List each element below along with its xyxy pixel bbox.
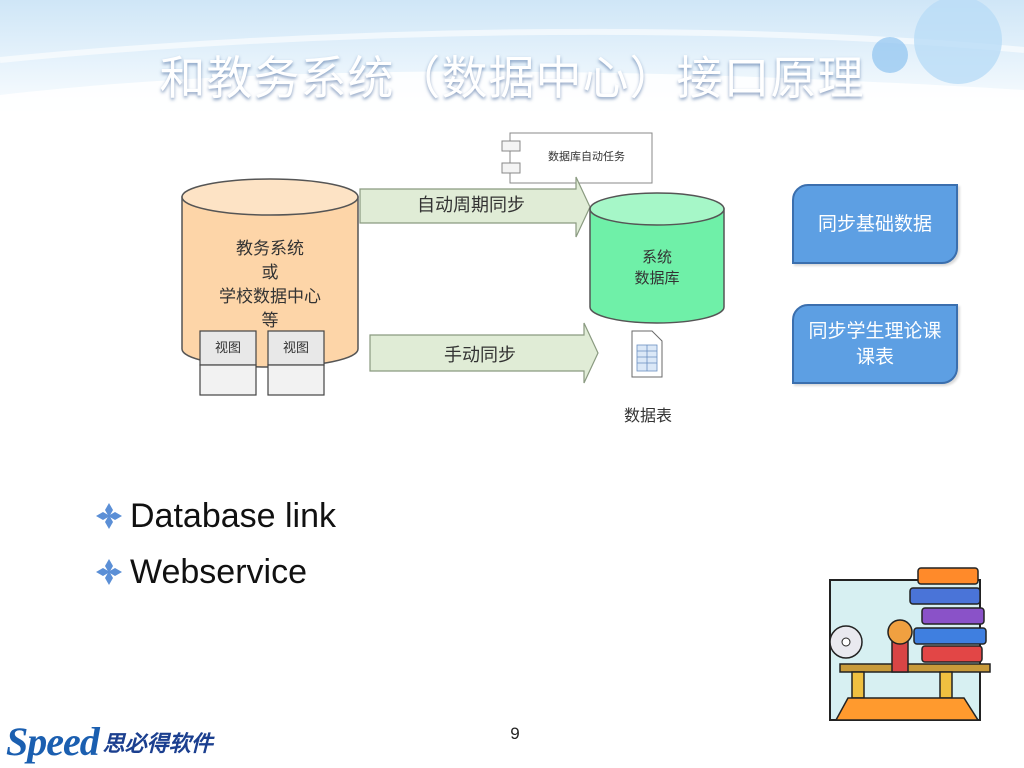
source-db-label: 教务系统 或 学校数据中心 等 [219,237,321,333]
bullet-item-database-link: Database link [94,488,336,544]
logo-word: Speed [6,719,100,764]
diamond-four-icon [96,559,122,585]
bullet-text: Database link [130,496,337,535]
bullet-text: Webservice [130,552,307,591]
db-task-label: 数据库自动任务 [548,150,625,163]
source-db-line4: 等 [261,311,279,331]
manual-sync-arrow [369,322,599,384]
source-db-line1: 教务系统 [236,239,304,259]
diamond-four-icon [96,503,122,529]
target-db-line2: 数据库 [634,269,680,287]
table-label: 数据表 [623,406,672,425]
target-db-label: 系统 数据库 [607,247,707,289]
spreadsheet-icon [631,330,663,378]
sync-basic-data-box: 同步基础数据 [792,184,958,264]
source-db-cylinder [181,178,359,368]
sync-timetable-box: 同步学生理论课课表 [792,304,958,384]
view-label-1: 视图 [214,341,241,356]
header-wave-decoration [0,0,1024,125]
slide-header: 和教务系统（数据中心）接口原理 [0,0,1024,125]
page-number: 9 [510,724,520,743]
bullet-item-webservice: Webservice [94,544,336,600]
page-title: 和教务系统（数据中心）接口原理 [159,51,865,105]
auto-sync-arrow [359,176,591,238]
manual-sync-label: 手动同步 [444,345,516,366]
source-db-line2: 或 [261,263,279,283]
logo-cn: 思必得软件 [102,732,213,757]
speed-logo: Speed 思必得软件 [6,716,213,762]
diagram-shapes [181,132,725,396]
books-scale-clipart [829,567,991,721]
source-db-line3: 学校数据中心 [219,287,321,307]
db-task-component-icon [501,132,653,184]
target-db-cylinder [589,192,725,324]
view-box-2 [267,330,325,396]
auto-sync-label: 自动周期同步 [417,195,525,216]
bullet-list: Database link Webservice [94,488,336,600]
view-label-2: 视图 [282,341,309,356]
target-db-line1: 系统 [641,248,672,266]
view-box-1 [199,330,257,396]
interface-diagram: 数据库自动任务 教务系统 或 学校数据中心 等 视图 视图 自动周期同步 手动同… [176,127,736,425]
